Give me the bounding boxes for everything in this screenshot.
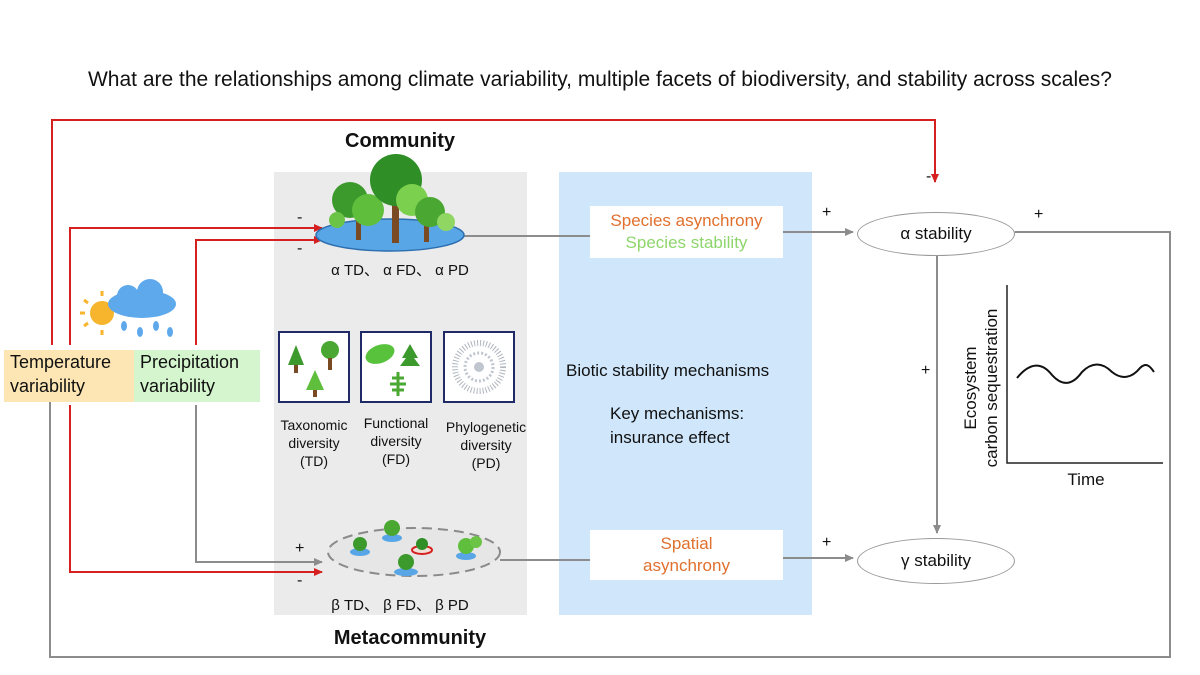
functional-diversity-icon bbox=[360, 331, 432, 403]
inset-axes bbox=[1006, 285, 1163, 464]
gamma-stability-node: γ stability bbox=[857, 538, 1015, 584]
inset-wave-line bbox=[1016, 363, 1155, 384]
species-asynchrony-box: Species asynchrony Species stability bbox=[590, 206, 783, 258]
metacommunity-header: Metacommunity bbox=[333, 627, 487, 649]
alpha-diversity-label: α TD、 α FD、 α PD bbox=[331, 262, 469, 279]
inset-ylabel-line2: carbon sequestration bbox=[982, 308, 1001, 468]
phylogenetic-diversity-icon bbox=[443, 331, 515, 403]
outer-loop-line bbox=[49, 228, 1171, 658]
sign-top-alpha: - bbox=[926, 168, 932, 185]
sign-precip-community: - bbox=[297, 240, 303, 257]
sign-spatial-gamma: + bbox=[822, 534, 832, 551]
sign-asynchrony-alpha: + bbox=[822, 204, 832, 221]
sign-temp-community: - bbox=[297, 209, 303, 226]
precipitation-to-community-arrow bbox=[195, 236, 323, 345]
alpha-stability-node: α stability bbox=[857, 212, 1015, 256]
taxonomic-diversity-icon bbox=[278, 331, 350, 403]
temperature-to-alpha-arrow bbox=[51, 119, 939, 345]
metacommunity-forest-icon bbox=[327, 520, 501, 577]
carbon-sequestration-inset bbox=[1006, 285, 1163, 464]
taxonomic-diversity-label: Taxonomic diversity (TD) bbox=[280, 417, 348, 469]
beta-diversity-label: β TD、 β FD、 β PD bbox=[331, 597, 469, 614]
sign-alpha-gamma: + bbox=[921, 362, 931, 379]
phylogenetic-diversity-label: Phylogenetic diversity (PD) bbox=[445, 419, 527, 471]
species-asynchrony-text: Species asynchrony bbox=[610, 211, 763, 230]
mechanisms-title: Biotic stability mechanisms bbox=[566, 361, 770, 380]
temperature-variability-box: Temperature variability bbox=[4, 350, 136, 402]
mechanisms-key: Key mechanisms: insurance effect bbox=[610, 404, 745, 447]
precipitation-variability-box: Precipitation variability bbox=[134, 350, 260, 402]
community-forest-icon bbox=[315, 154, 465, 252]
weather-icon bbox=[80, 279, 176, 337]
precipitation-to-metacommunity-arrow bbox=[195, 405, 323, 566]
inset-ylabel-line1: Ecosystem bbox=[961, 346, 980, 430]
inset-ylabel: Ecosystem carbon sequestration bbox=[960, 288, 1004, 488]
sign-precip-meta: + bbox=[295, 540, 305, 557]
spatial-asynchrony-box: Spatial asynchrony bbox=[590, 530, 783, 580]
community-header: Community bbox=[345, 130, 455, 152]
temperature-to-community-arrow bbox=[69, 224, 323, 345]
diagram-title: What are the relationships among climate… bbox=[87, 68, 1112, 91]
temperature-to-metacommunity-arrow bbox=[69, 405, 323, 576]
inset-xlabel: Time bbox=[1067, 470, 1105, 489]
species-stability-text: Species stability bbox=[625, 233, 748, 252]
sign-loop-alpha: + bbox=[1034, 206, 1044, 223]
functional-diversity-label: Functional diversity (FD) bbox=[363, 415, 429, 467]
sign-temp-meta: - bbox=[297, 572, 303, 589]
